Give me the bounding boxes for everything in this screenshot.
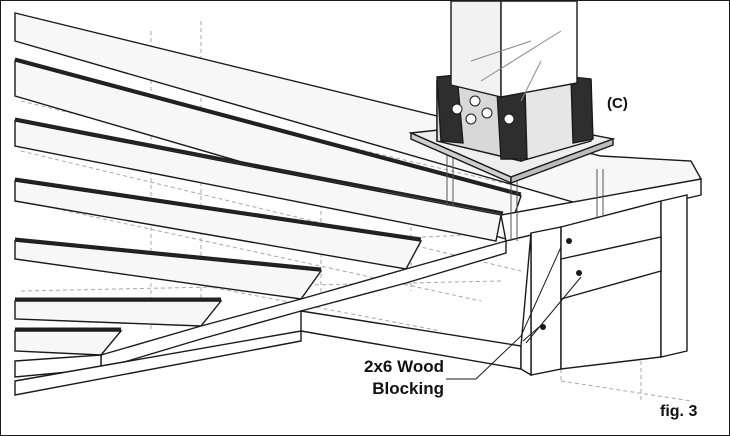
leader-lines (446, 246, 582, 380)
post-mount-callout: (C) (607, 95, 628, 112)
post-mount-holes (451, 95, 515, 125)
deck-fascia (14, 178, 702, 378)
post-body (450, 1, 578, 98)
lag-screws (446, 151, 604, 241)
figure-label: fig. 3 (660, 403, 698, 420)
blocking-screws (540, 238, 582, 330)
post-mount-base (408, 70, 616, 185)
wood-blocking-callout-line2: Blocking (372, 379, 444, 398)
wood-blocking (520, 194, 688, 377)
post-interior-lines (470, 30, 562, 102)
wood-blocking-callout: 2x6 Wood Blocking (334, 356, 444, 400)
board-dark-gaps (14, 57, 522, 331)
wood-blocking-callout-line1: 2x6 Wood (364, 357, 444, 376)
